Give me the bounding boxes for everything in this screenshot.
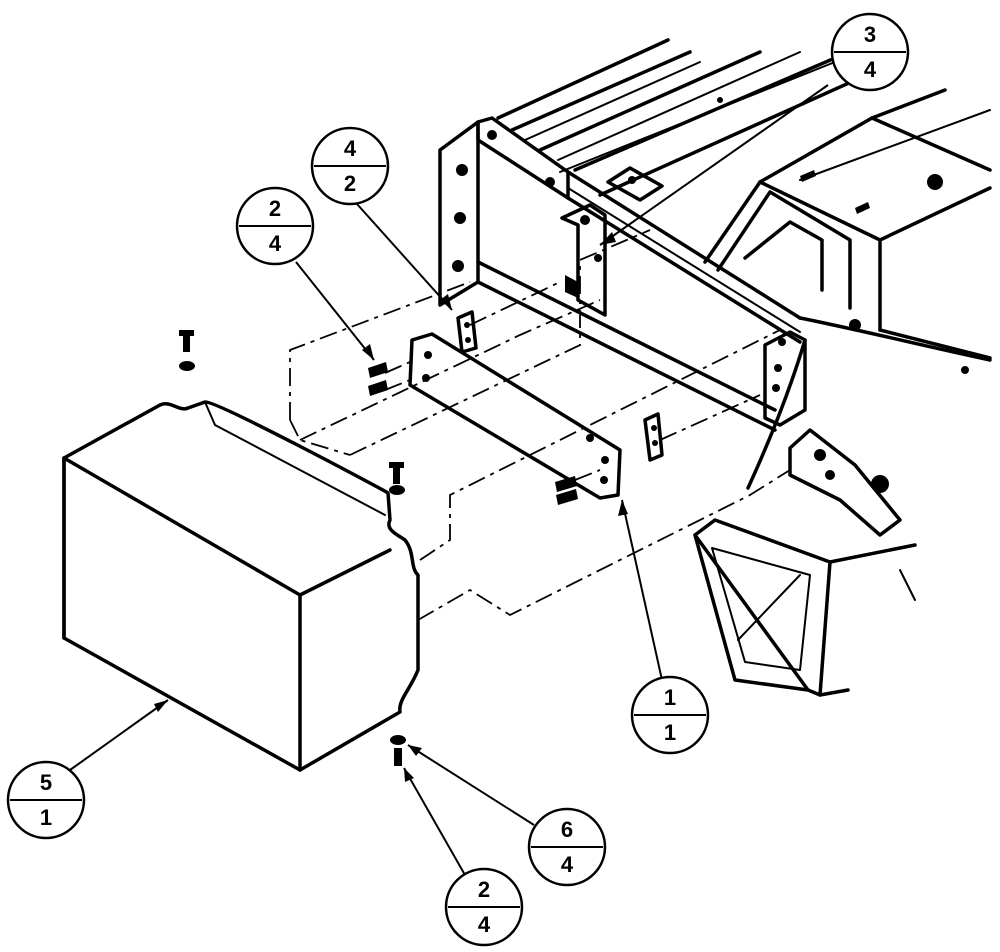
callout-quantity: 4 [864,57,877,82]
callout-item-number: 4 [344,136,357,161]
callout-item-number: 5 [40,770,52,795]
vehicle-body [703,88,992,490]
bolt-top-right [389,462,405,495]
callout-1-1: 1 1 [630,675,710,755]
callout-5-1: 5 1 [6,760,86,840]
callout-item-number: 3 [864,22,876,47]
callout-quantity: 1 [664,720,676,745]
callout-item-number: 2 [478,877,490,902]
battery-box [62,400,420,772]
bolts-lower [555,476,578,505]
callout-item-number: 2 [269,196,281,221]
callout-quantity: 1 [40,805,52,830]
clip-left [456,310,478,354]
mounting-plate [408,332,622,500]
bolt-bottom [390,735,406,766]
callout-3-4: 3 4 [830,12,910,92]
bolt-top-left [179,330,195,371]
mounting-frame [438,116,807,432]
callout-6-4: 6 4 [527,807,607,887]
callout-2-4-upper: 2 4 [235,186,315,266]
callout-quantity: 2 [344,171,356,196]
leader-lines [69,84,829,876]
callout-4-2: 4 2 [310,126,390,206]
callout-2-4-lower: 2 4 [444,867,524,947]
bolts-upper [368,362,388,396]
step-assembly [693,428,917,697]
callout-quantity: 4 [269,231,282,256]
callout-item-number: 1 [664,685,676,710]
callout-item-number: 6 [561,817,573,842]
callout-quantity: 4 [478,912,491,937]
callout-quantity: 4 [561,852,574,877]
hidden-lines [289,229,791,621]
clip-right [643,412,664,462]
